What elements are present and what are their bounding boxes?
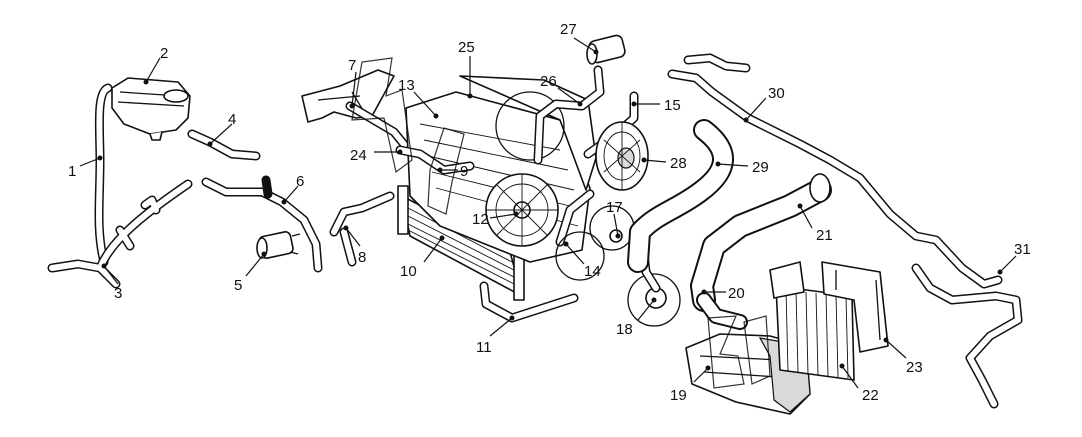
callout-22: 22 (862, 387, 879, 404)
callout-30: 30 (768, 85, 785, 102)
callout-14: 14 (584, 263, 601, 280)
callout-11: 11 (476, 339, 492, 356)
callout-18: 18 (616, 321, 633, 338)
part-12-fan (485, 173, 559, 247)
part-23-shroud (821, 261, 889, 353)
callout-12: 12 (472, 211, 489, 228)
callout-19: 19 (670, 387, 687, 404)
part-28-fan-clutch (595, 121, 649, 191)
callout-labels: 1 2 3 4 5 6 7 8 9 10 11 12 13 14 15 17 1… (68, 21, 1031, 404)
part-31-hose (911, 263, 1023, 409)
part-4-small-hose (187, 129, 261, 161)
part-20-connector (696, 292, 748, 330)
callout-9: 9 (460, 163, 468, 180)
callout-7: 7 (348, 57, 356, 74)
part-29-large-hose (627, 119, 734, 273)
callout-8: 8 (358, 249, 366, 266)
callout-21: 21 (816, 227, 833, 244)
callout-10: 10 (400, 263, 417, 280)
part-3-hose-assembly (47, 179, 193, 289)
part-1-hose (94, 83, 113, 267)
callout-13: 13 (398, 77, 415, 94)
callout-26: 26 (540, 73, 557, 90)
part-27-valve (586, 34, 626, 65)
callout-28: 28 (670, 155, 687, 172)
part-8-hose (329, 191, 395, 267)
watermark-logo (351, 57, 771, 389)
callout-31: 31 (1014, 241, 1031, 258)
part-2-expansion-tank (111, 77, 191, 141)
callout-29: 29 (752, 159, 769, 176)
part-30-long-pipe (667, 53, 1003, 289)
callout-25: 25 (458, 39, 475, 56)
callout-20: 20 (728, 285, 745, 302)
callout-5: 5 (234, 277, 242, 294)
part-10-radiator (397, 185, 525, 301)
leader-lines (79, 37, 1017, 389)
callout-1: 1 (68, 163, 76, 180)
part-11-hose (479, 281, 579, 323)
part-26-hose (533, 65, 605, 165)
callout-17: 17 (606, 199, 623, 216)
part-14-hose (555, 189, 605, 281)
part-21-intake-duct (690, 173, 832, 312)
callout-2: 2 (160, 45, 168, 62)
part-9-hose (395, 145, 475, 175)
callout-23: 23 (906, 359, 923, 376)
callout-3: 3 (114, 285, 122, 302)
callout-27: 27 (560, 21, 577, 38)
callout-4: 4 (228, 111, 236, 128)
callout-6: 6 (296, 173, 304, 190)
callout-15: 15 (664, 97, 681, 114)
callout-24: 24 (350, 147, 367, 164)
part-22-intercooler (769, 261, 855, 381)
